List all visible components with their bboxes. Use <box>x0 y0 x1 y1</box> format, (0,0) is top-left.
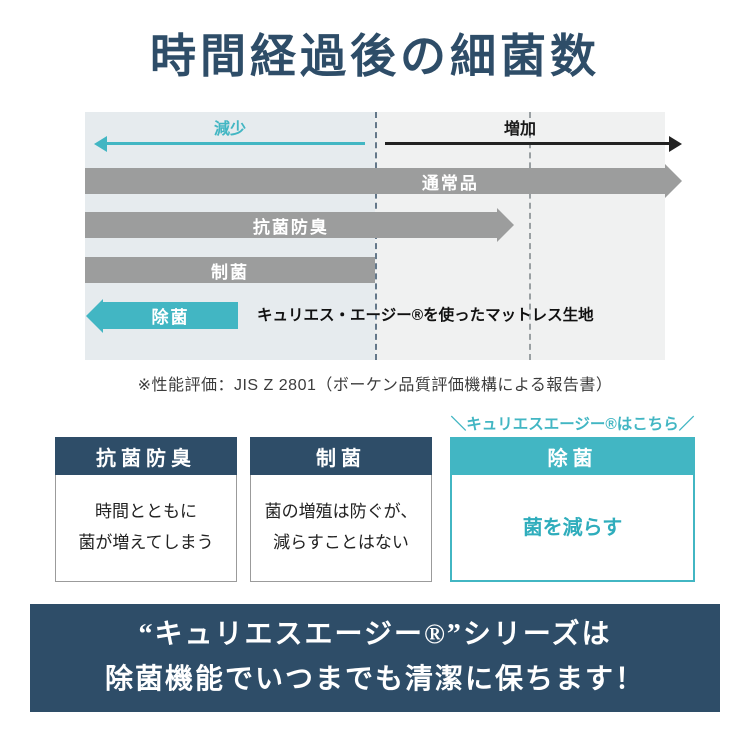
curies-ag-callout[interactable]: ＼キュリエスエージー®はこちら／ <box>450 416 695 433</box>
right-divider <box>528 112 531 360</box>
bacteria-chart: 減少 増加 通常品 抗菌防臭 制菌 除菌 キュリエス・エージー®を使ったマットレ… <box>85 112 682 360</box>
bar-label: 除菌 <box>151 308 190 327</box>
bottom-banner: “キュリエスエージー®”シリーズは 除菌機能でいつまでも清潔に保ちます！ <box>30 604 720 712</box>
page-title: 時間経過後の細菌数 <box>150 31 600 82</box>
increase-arrow <box>385 135 682 152</box>
comparison-box-sterilization: 除菌 菌を減らす <box>450 437 695 582</box>
box-header: 除菌 <box>450 437 695 475</box>
box-body: 菌を減らす <box>450 475 695 582</box>
performance-note: ※性能評価：JIS Z 2801（ボーケン品質評価機構による報告書） <box>137 377 613 394</box>
bar-label: 通常品 <box>421 173 479 193</box>
comparison-box-bacteriostatic: 制菌 菌の増殖は防ぐが、 減らすことはない <box>250 437 432 582</box>
box-body: 時間とともに 菌が増えてしまう <box>55 475 237 582</box>
decrease-arrow <box>94 135 365 152</box>
bar-label: 制菌 <box>211 262 249 282</box>
bar-sterilization: 除菌 <box>86 298 238 333</box>
bar-bacteriostatic: 制菌 <box>85 257 375 283</box>
arrowhead-left-icon <box>86 298 103 333</box>
box-body: 菌の増殖は防ぐが、 減らすことはない <box>250 475 432 582</box>
bar-antibacterial-deodorant: 抗菌防臭 <box>85 208 514 242</box>
bar-normal-product: 通常品 <box>85 164 682 198</box>
arrowhead-right-icon <box>665 164 682 198</box>
arrowhead-right-icon <box>669 135 682 152</box>
banner-text: “キュリエスエージー®”シリーズは 除菌機能でいつまでも清潔に保ちます！ <box>104 619 645 695</box>
box-header: 制菌 <box>250 437 432 475</box>
bar-label: 抗菌防臭 <box>252 217 329 237</box>
increase-label: 増加 <box>503 121 536 138</box>
decrease-label: 減少 <box>213 121 246 138</box>
comparison-box-antibacterial: 抗菌防臭 時間とともに 菌が増えてしまう <box>55 437 237 582</box>
box-header: 抗菌防臭 <box>55 437 237 475</box>
arrowhead-right-icon <box>496 208 514 242</box>
sterilization-annotation: キュリエス・エージー®を使ったマットレス生地 <box>257 307 594 324</box>
arrowhead-left-icon <box>94 135 107 152</box>
